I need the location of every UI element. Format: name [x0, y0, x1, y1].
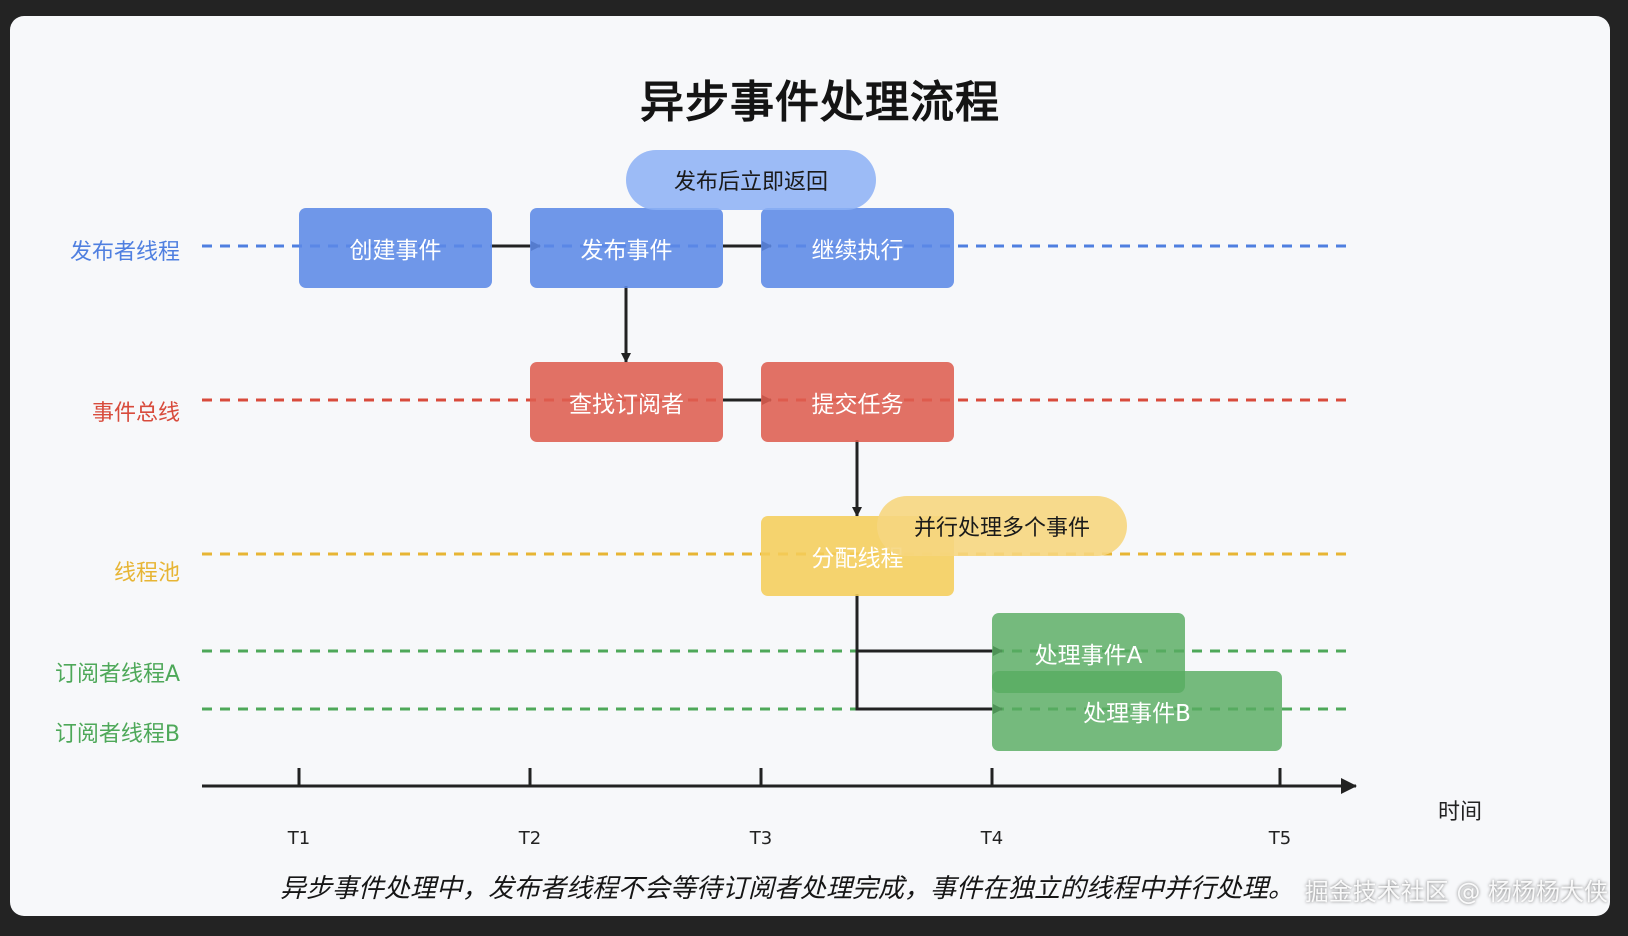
diagram-card: 异步事件处理流程 发布者线程 事件总线 线程池 订阅者线程A 订阅者线程B 创建… [10, 16, 1610, 916]
node-create-event-label: 创建事件 [349, 238, 442, 264]
note-return-immediately: 发布后立即返回 [626, 150, 876, 210]
node-handle-b-label: 处理事件B [1083, 701, 1191, 727]
node-handle-a-label: 处理事件A [1034, 643, 1143, 669]
tick-label-t5: T5 [1268, 828, 1292, 849]
node-create-event: 创建事件 [299, 208, 492, 288]
arrow-assign-to-handle-a [855, 594, 1003, 656]
node-handle-b: 处理事件B [992, 671, 1282, 751]
note-parallel: 并行处理多个事件 [877, 496, 1127, 556]
tick-label-t2: T2 [518, 828, 542, 849]
caption: 异步事件处理中，发布者线程不会等待订阅者处理完成，事件在独立的线程中并行处理。 [280, 874, 1295, 904]
node-continue-exec: 继续执行 [761, 208, 954, 288]
tick-label-t3: T3 [749, 828, 773, 849]
node-find-subscribers-label: 查找订阅者 [569, 392, 684, 418]
tick-label-t1: T1 [287, 828, 311, 849]
page-title: 异步事件处理流程 [640, 77, 1000, 128]
node-submit-task: 提交任务 [761, 362, 954, 442]
node-assign-thread-label: 分配线程 [811, 546, 904, 572]
lane-label-subscriber-b: 订阅者线程B [54, 722, 180, 747]
node-submit-task-label: 提交任务 [811, 392, 904, 418]
tick-label-t4: T4 [980, 828, 1004, 849]
lane-label-publisher: 发布者线程 [69, 240, 180, 265]
node-publish-event-label: 发布事件 [580, 238, 673, 264]
lane-label-thread-pool: 线程池 [113, 561, 180, 586]
node-publish-event: 发布事件 [530, 208, 723, 288]
arrow-assign-to-handle-b [855, 651, 1003, 714]
watermark: 掘金技术社区 @ 杨杨杨大侠 [1304, 878, 1608, 906]
lane-label-event-bus: 事件总线 [91, 401, 180, 426]
node-continue-exec-label: 继续执行 [811, 238, 904, 264]
time-axis-label: 时间 [1438, 800, 1483, 825]
lane-label-subscriber-a: 订阅者线程A [54, 662, 180, 687]
node-find-subscribers: 查找订阅者 [530, 362, 723, 442]
